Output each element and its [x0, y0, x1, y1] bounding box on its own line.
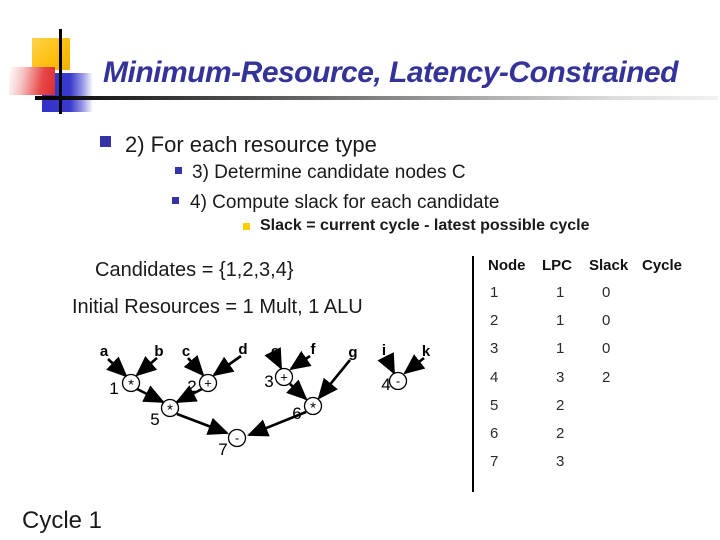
table-cell-lpc: 1	[556, 284, 565, 301]
dfg-node-op: +	[280, 370, 288, 385]
dfg-node-number: 5	[150, 410, 159, 429]
dfg-node-op: *	[167, 401, 173, 418]
dfg-edge	[183, 354, 205, 377]
dfg-node-number: 7	[218, 440, 227, 459]
dfg-edge	[247, 410, 307, 437]
initial-resources-line: Initial Resources = 1 Mult, 1 ALU	[72, 296, 363, 318]
dfg-node-op: *	[310, 399, 316, 416]
bullet-text-4: Slack = current cycle - latest possible …	[260, 217, 590, 234]
table-cell-node: 4	[490, 369, 499, 386]
bullet-square-level3-yellow	[243, 223, 250, 230]
table-cell-node: 5	[490, 397, 499, 414]
dfg-node-4	[388, 371, 408, 391]
bullet-square-level1	[100, 136, 111, 147]
decoration-vertical-line	[59, 29, 62, 114]
dfg-node-number: 2	[187, 377, 196, 396]
dfg-edge	[289, 350, 312, 371]
dfg-node-number: 6	[292, 404, 301, 423]
dfg-input-c: c	[182, 343, 190, 360]
dfg-node-5	[160, 398, 180, 418]
table-cell-node: 7	[490, 453, 499, 470]
dfg-edge	[175, 385, 203, 404]
decoration-yellow-square	[32, 38, 70, 70]
dfg-edge	[286, 379, 308, 401]
table-cell-lpc: 2	[556, 397, 565, 414]
candidates-line: Candidates = {1,2,3,4}	[95, 259, 294, 281]
dfg-edge	[212, 354, 242, 377]
dfg-edge	[377, 352, 396, 375]
decoration-horizontal-rule	[35, 96, 718, 100]
dfg-edge	[176, 412, 229, 435]
dfg-input-i: i	[382, 342, 386, 359]
dfg-node-2	[198, 373, 218, 393]
dfg-input-a: a	[100, 343, 109, 360]
dfg-edge	[106, 356, 128, 378]
table-cell-lpc: 3	[556, 453, 565, 470]
dfg-node-6	[303, 396, 323, 416]
table-cell-lpc: 2	[556, 425, 565, 442]
page-title: Minimum-Resource, Latency-Constrained	[103, 56, 678, 89]
dfg-node-3	[274, 367, 294, 387]
dfg-edge	[403, 354, 426, 375]
dfg-input-f: f	[311, 341, 317, 358]
dfg-node-number: 3	[264, 372, 273, 391]
table-cell-lpc: 1	[556, 340, 565, 357]
bullet-text-1: 2) For each resource type	[125, 132, 377, 157]
table-cell-node: 1	[490, 284, 499, 301]
table-cell-slack: 0	[602, 284, 611, 301]
decoration-red-square	[9, 67, 55, 95]
dfg-input-b: b	[154, 343, 163, 360]
bullet-text-3: 4) Compute slack for each candidate	[190, 192, 500, 213]
dfg-node-number: 1	[109, 379, 118, 398]
dfg-input-d: d	[238, 341, 247, 358]
table-cell-lpc: 3	[556, 369, 565, 386]
bullet-text-2: 3) Determine candidate nodes C	[192, 162, 466, 183]
table-cell-slack: 0	[602, 312, 611, 329]
dfg-edge	[136, 385, 165, 404]
table-cell-slack: 0	[602, 340, 611, 357]
table-header-cycle: Cycle	[642, 257, 683, 274]
dfg-node-op: -	[396, 374, 400, 389]
dfg-edge	[317, 359, 352, 400]
table-cell-lpc: 1	[556, 312, 565, 329]
dfg-node-number: 4	[381, 375, 390, 394]
dfg-node-op: +	[204, 376, 212, 391]
dfg-input-e: e	[271, 343, 279, 360]
table-divider-line	[472, 256, 474, 492]
table-cell-slack: 2	[602, 369, 611, 386]
dfg-edge	[135, 355, 158, 377]
bullet-square-level2	[172, 197, 179, 204]
table-header-slack: Slack	[589, 257, 629, 274]
dfg-input-g: g	[348, 344, 357, 361]
dfg-node-op: *	[128, 376, 134, 393]
table-header-lpc: LPC	[542, 257, 572, 274]
table-header-node: Node	[488, 257, 526, 274]
dfg-node-1	[121, 373, 141, 393]
dfg-node-7	[227, 428, 247, 448]
cycle-indicator: Cycle 1	[22, 507, 103, 534]
dfg-edge	[264, 347, 283, 370]
dfg-input-k: k	[422, 343, 431, 360]
dfg-node-op: -	[235, 431, 239, 446]
table-cell-node: 2	[490, 312, 499, 329]
table-cell-node: 3	[490, 340, 499, 357]
table-cell-node: 6	[490, 425, 499, 442]
bullet-square-level2	[175, 167, 182, 174]
